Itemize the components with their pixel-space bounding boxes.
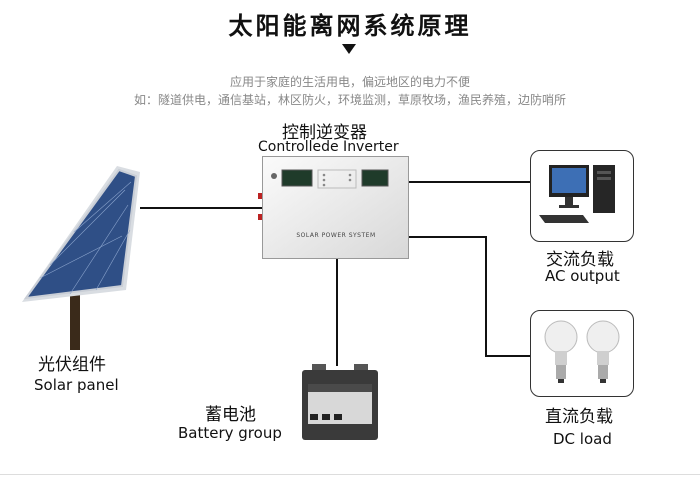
inverter-label-cn: 控制逆变器 <box>282 123 367 143</box>
ac-load-box <box>530 150 634 242</box>
solar-panel-label-en: Solar panel <box>34 376 119 394</box>
solar-panel-label-cn: 光伏组件 <box>38 355 106 375</box>
diagram-title: 太阳能离网系统原理 <box>228 11 472 40</box>
solar-panel-image <box>22 166 140 350</box>
dc-load-box <box>530 310 634 397</box>
light-bulb-icon <box>544 320 620 383</box>
dc-load-label-cn: 直流负载 <box>545 407 613 427</box>
battery-label-en: Battery group <box>178 424 282 442</box>
subtitle-line-2: 如：隧道供电，通信基站，林区防火，环境监测，草原牧场，渔民养殖，边防哨所 <box>133 93 566 107</box>
battery-image <box>302 364 378 440</box>
line-inverter-to-battery <box>336 258 338 366</box>
line-inverter-to-ac <box>408 181 531 183</box>
bottom-divider <box>0 474 700 475</box>
down-arrow-icon <box>342 44 356 54</box>
inverter-terminal-2 <box>258 214 264 220</box>
subtitle-line-1: 应用于家庭的生活用电，偏远地区的电力不便 <box>229 75 470 89</box>
inverter-label-en: Controllede Inverter <box>258 139 399 155</box>
line-panel-to-inverter <box>140 207 264 209</box>
inverter-terminal-1 <box>258 193 264 199</box>
battery-label-cn: 蓄电池 <box>205 405 256 425</box>
inverter-image <box>262 156 409 259</box>
line-inverter-to-dc-b <box>485 236 487 356</box>
line-inverter-to-dc-c <box>485 355 530 357</box>
line-inverter-to-dc-a <box>408 236 486 238</box>
computer-icon <box>539 165 615 223</box>
inverter-panel-text: SOLAR POWER SYSTEM <box>296 232 376 239</box>
ac-output-label-cn: 交流负载 <box>546 250 614 270</box>
dc-load-label-en: DC load <box>553 430 612 448</box>
ac-output-label-en: AC output <box>545 267 620 285</box>
